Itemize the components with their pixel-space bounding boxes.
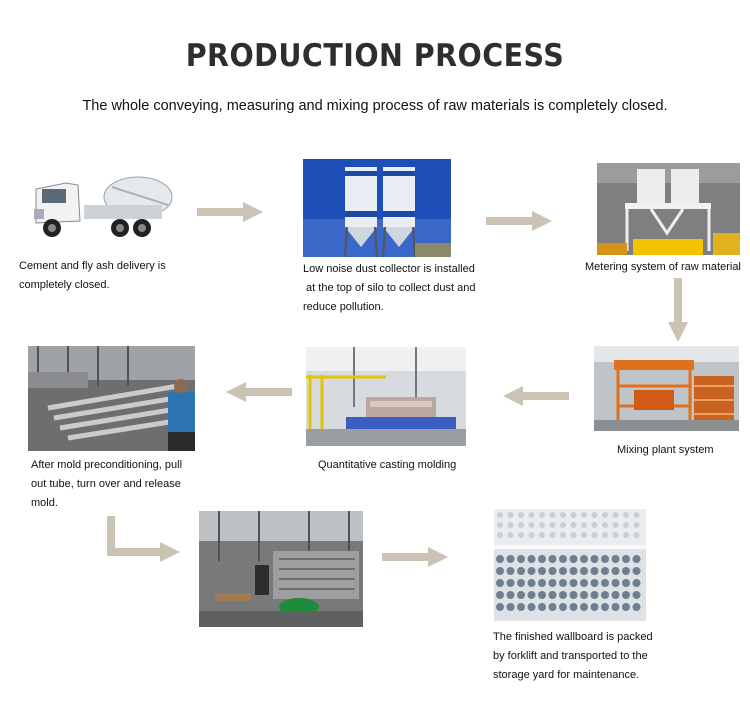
arrow-right-icon	[197, 202, 263, 222]
casting-molding-photo	[306, 347, 466, 446]
arrow-left-icon	[503, 386, 569, 406]
arrow-left-icon	[226, 382, 292, 402]
cement-truck-photo	[28, 165, 176, 245]
step-4-caption: Mixing plant system	[617, 444, 714, 456]
arrow-right-icon	[382, 547, 448, 567]
page-subtitle: The whole conveying, measuring and mixin…	[82, 98, 668, 114]
mixing-plant-photo	[594, 346, 739, 431]
page-title: PRODUCTION PROCESS	[185, 38, 565, 74]
workshop-photo	[199, 511, 363, 627]
finished-wallboard-photo	[494, 509, 646, 621]
dust-collector-silo-photo	[303, 159, 451, 257]
arrow-right-icon	[486, 211, 552, 231]
step-5-caption: Quantitative casting molding	[318, 459, 457, 471]
metering-system-photo	[597, 163, 740, 255]
step-3-caption: Metering system of raw material	[585, 261, 741, 273]
mold-release-photo	[28, 346, 195, 451]
arrow-turn-right-icon	[107, 516, 180, 564]
step-2-caption: Low noise dust collector is installed at…	[303, 263, 476, 313]
arrow-down-icon	[668, 278, 688, 342]
